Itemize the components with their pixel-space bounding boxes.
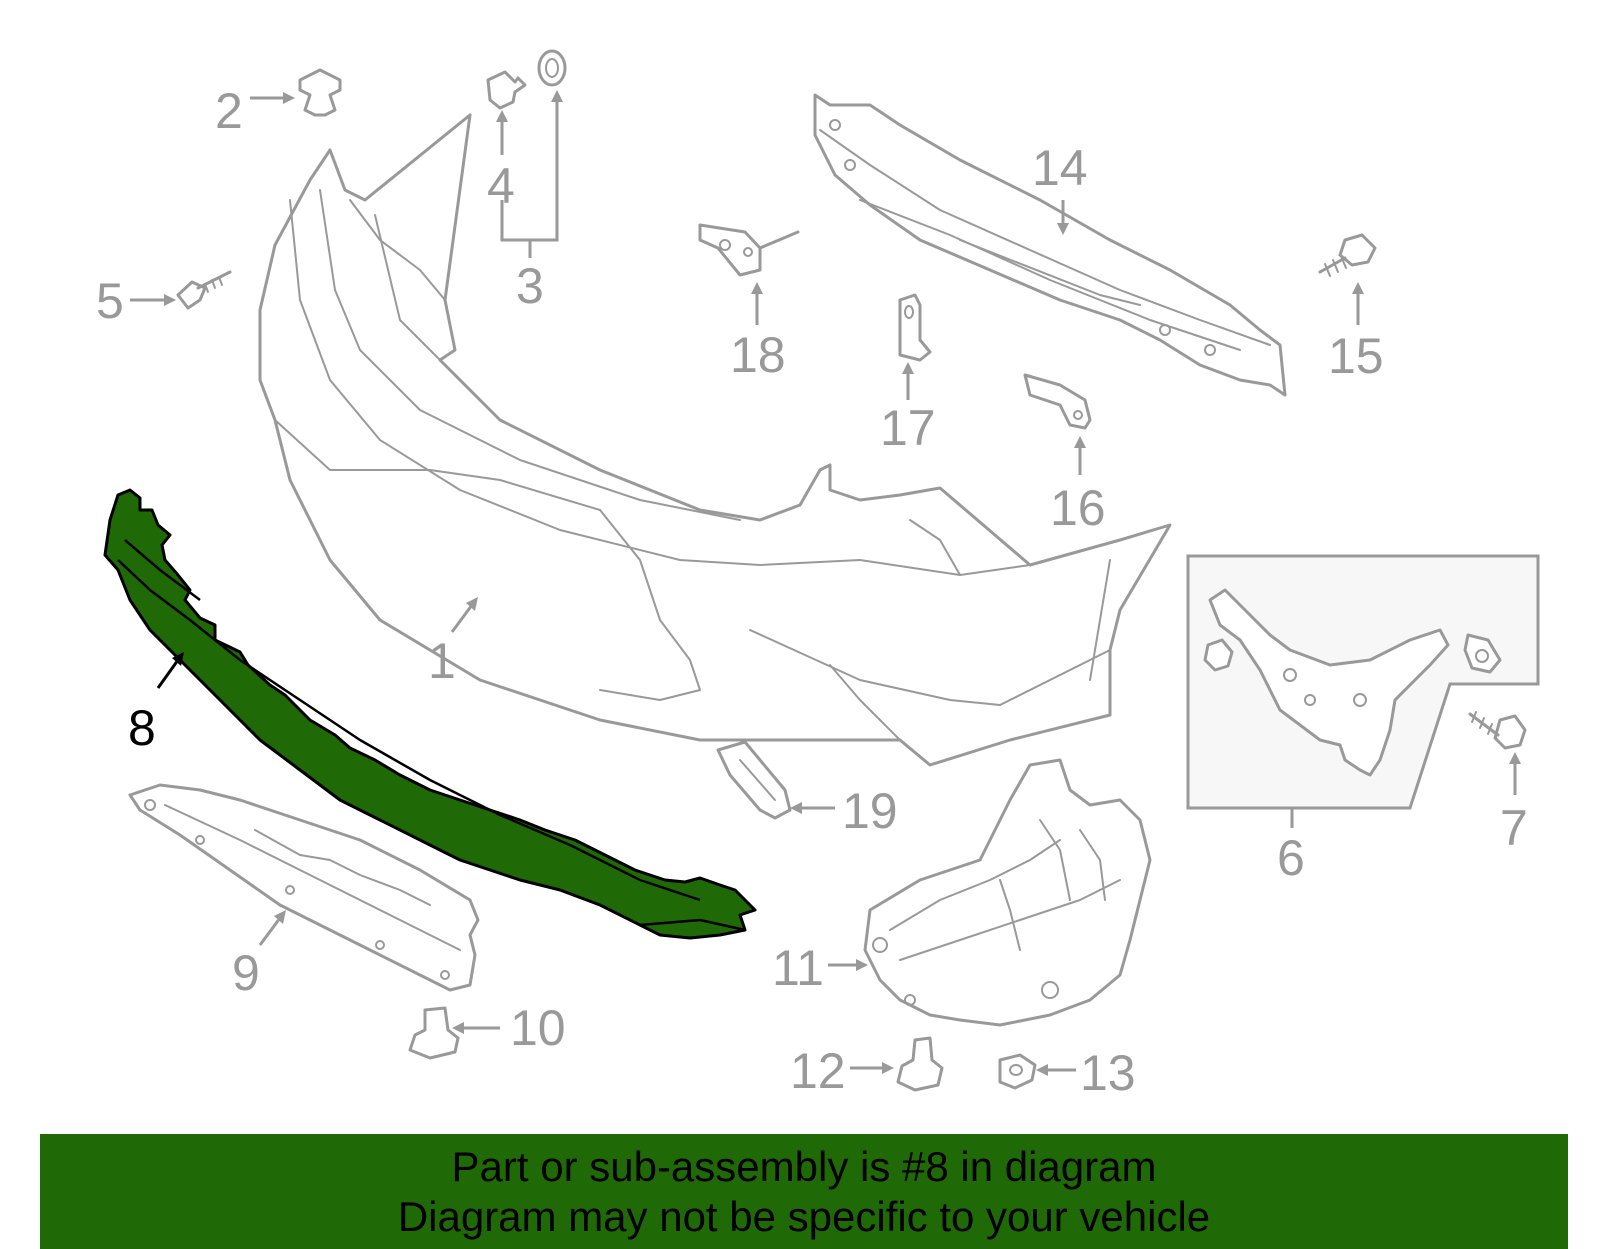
- callout-numbers: 2 4 3 5 1 8 9 10 11 12 13 14 15 18 17 16…: [96, 83, 1528, 1101]
- callout-15: 15: [1328, 328, 1384, 384]
- part-15-bolt[interactable]: [1318, 233, 1377, 277]
- part-11-splash-shield[interactable]: [863, 758, 1152, 1027]
- callout-7: 7: [1500, 800, 1528, 856]
- part-1-bumper-cover[interactable]: [258, 113, 1172, 767]
- part-3-grommet[interactable]: [537, 49, 567, 87]
- part-19-bracket[interactable]: [716, 740, 792, 820]
- banner-line-part-number: Part or sub-assembly is #8 in diagram: [451, 1142, 1157, 1190]
- part-12-clip[interactable]: [896, 1036, 944, 1092]
- callout-9: 9: [232, 945, 260, 1001]
- part-10-clip[interactable]: [408, 1006, 460, 1060]
- part-13-nut[interactable]: [998, 1053, 1037, 1090]
- leader-arrows: [130, 90, 1521, 1076]
- part-6-bracket-inset[interactable]: [1186, 554, 1540, 810]
- callout-8: 8: [128, 700, 156, 756]
- callout-13: 13: [1080, 1045, 1136, 1101]
- callout-14: 14: [1032, 140, 1088, 196]
- info-banner: Part or sub-assembly is #8 in diagram Di…: [40, 1134, 1568, 1249]
- callout-12: 12: [790, 1043, 846, 1099]
- callout-2: 2: [215, 83, 243, 139]
- callout-11: 11: [772, 940, 824, 996]
- callout-5: 5: [96, 273, 124, 329]
- part-18-bracket[interactable]: [698, 223, 800, 277]
- callout-19: 19: [842, 783, 898, 839]
- callout-6: 6: [1277, 830, 1305, 886]
- part-14-reinforcement-beam[interactable]: [813, 93, 1287, 397]
- banner-line-disclaimer: Diagram may not be specific to your vehi…: [397, 1192, 1211, 1240]
- part-2-clip[interactable]: [298, 68, 342, 117]
- part-5-screw[interactable]: [176, 270, 232, 310]
- callout-10: 10: [510, 1000, 566, 1056]
- part-16-bracket[interactable]: [1023, 373, 1092, 430]
- callout-1: 1: [428, 633, 456, 689]
- part-7-bolt[interactable]: [1468, 711, 1527, 750]
- callout-3: 3: [516, 258, 544, 314]
- part-8-lower-valance-highlighted[interactable]: [103, 488, 757, 940]
- callout-18: 18: [730, 327, 786, 383]
- callout-4: 4: [487, 158, 515, 214]
- part-17-bracket[interactable]: [898, 293, 932, 362]
- part-4-push-pin[interactable]: [486, 70, 527, 110]
- callout-17: 17: [880, 400, 936, 456]
- callout-16: 16: [1050, 480, 1106, 536]
- part-9-under-cover[interactable]: [128, 783, 480, 992]
